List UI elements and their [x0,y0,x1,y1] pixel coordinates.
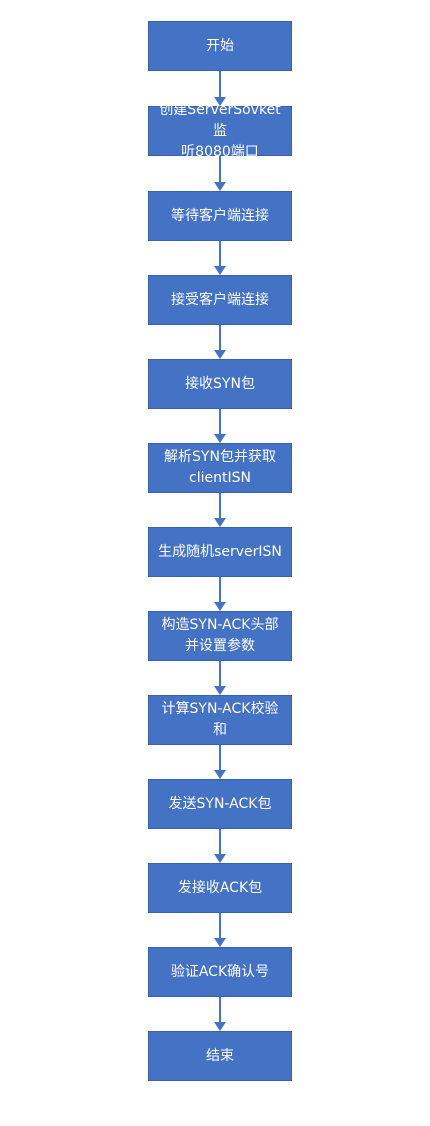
arrow-down-icon [214,493,226,527]
step-create-server-socket: 创建ServerSovket监 听8080端口 [148,102,292,160]
arrow-down-icon [214,913,226,947]
arrow-down-icon [214,409,226,443]
arrow-down-icon [214,745,226,779]
step-wait-client: 等待客户端连接 [148,191,292,241]
arrow-down-icon [214,325,226,359]
step-start: 开始 [148,21,292,71]
arrow-down-icon [214,829,226,863]
step-compute-checksum: 计算SYN-ACK校验 和 [148,695,292,745]
arrow-down-icon [214,997,226,1031]
step-verify-ack: 验证ACK确认号 [148,947,292,997]
step-receive-ack: 发接收ACK包 [148,863,292,913]
arrow-down-icon [214,156,226,191]
arrow-down-icon [214,241,226,275]
arrow-down-icon [214,661,226,695]
step-accept-client: 接受客户端连接 [148,275,292,325]
step-generate-server-isn: 生成随机serverISN [148,527,292,577]
step-receive-syn: 接收SYN包 [148,359,292,409]
step-parse-syn: 解析SYN包并获取 clientISN [148,443,292,493]
step-send-syn-ack: 发送SYN-ACK包 [148,779,292,829]
arrow-down-icon [214,577,226,611]
step-end: 结束 [148,1031,292,1081]
arrow-down-icon [214,71,226,106]
step-build-syn-ack-header: 构造SYN-ACK头部 并设置参数 [148,611,292,661]
